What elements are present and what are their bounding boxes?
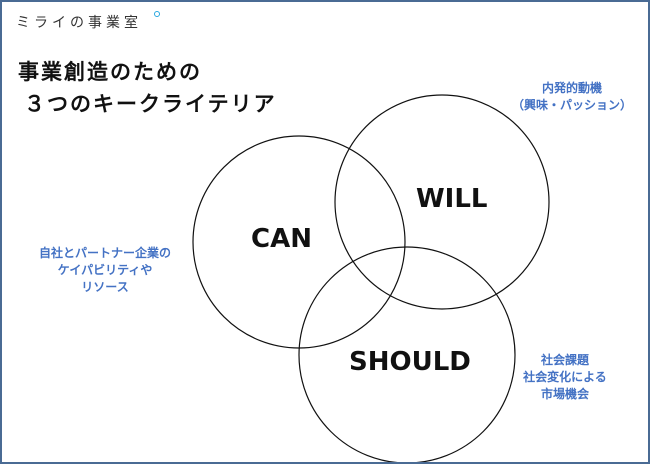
title-line-1: 事業創造のための xyxy=(18,60,202,84)
note-can-line: 自社とパートナー企業の xyxy=(38,246,171,260)
note-can: 自社とパートナー企業の ケイパビリティや リソース xyxy=(20,245,190,296)
label-should: SHOULD xyxy=(349,347,471,377)
note-should-line: 社会変化による xyxy=(523,370,607,384)
note-will-line: 内発的動機 xyxy=(541,81,602,95)
label-can: CAN xyxy=(251,224,312,254)
note-will-line: （興味・パッション） xyxy=(511,98,632,112)
note-can-line: ケイパビリティや xyxy=(57,263,153,277)
page-title: 事業創造のための ３つのキークライテリア xyxy=(18,56,277,120)
note-should-line: 市場機会 xyxy=(540,387,589,401)
logo: ミライの事業室 xyxy=(16,15,142,31)
circle-should xyxy=(298,246,516,462)
note-will: 内発的動機 （興味・パッション） xyxy=(502,80,642,114)
logo-dot-icon xyxy=(154,11,160,17)
note-should: 社会課題 社会変化による 市場機会 xyxy=(510,352,620,403)
note-can-line: リソース xyxy=(81,280,129,294)
title-line-2: ３つのキークライテリア xyxy=(24,92,277,116)
note-should-line: 社会課題 xyxy=(540,353,589,367)
circle-will xyxy=(334,94,550,310)
label-will: WILL xyxy=(416,184,488,214)
